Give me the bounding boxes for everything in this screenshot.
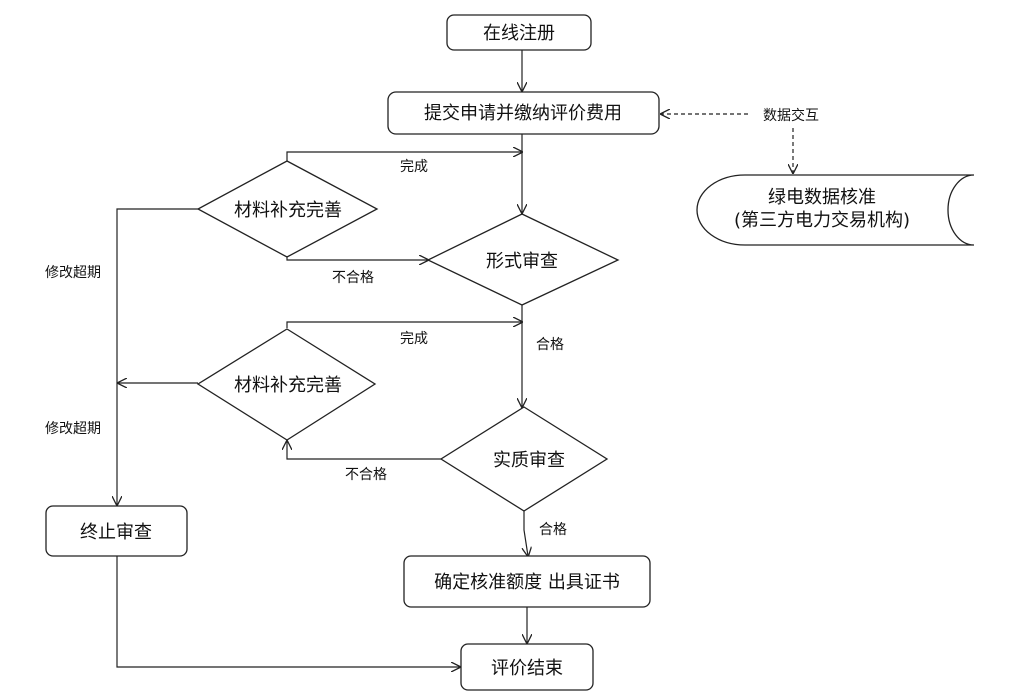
edge-terminate-end [116,556,460,667]
label-overdue-1: 修改超期 [45,265,101,281]
node-submit-label: 提交申请并缴纳评价费用 [424,103,622,124]
node-green-power: 绿电数据核准 (第三方电力交易机构) [696,174,975,246]
edge-substantive-confirm [524,510,528,556]
node-supplement-2: 材料补充完善 [196,328,377,441]
node-register-label: 在线注册 [483,23,555,44]
node-substantive-review-label: 实质审查 [493,450,565,471]
node-formal-review-label: 形式审查 [486,251,558,272]
label-complete-2: 完成 [400,331,428,347]
edge-supplement1-overdue [117,208,198,505]
node-formal-review: 形式审查 [426,213,620,306]
node-substantive-review: 实质审查 [439,406,609,512]
edge-supplement2-complete [286,322,522,328]
node-confirm-label: 确定核准额度 出具证书 [434,572,620,593]
node-confirm: 确定核准额度 出具证书 [403,555,651,608]
edge-fail-to-formal [286,245,428,260]
node-end: 评价结束 [460,643,594,691]
node-supplement-1-label: 材料补充完善 [234,200,342,221]
node-green-power-line1: 绿电数据核准 [768,187,876,208]
label-pass-1: 合格 [536,337,564,353]
node-green-power-line2: (第三方电力交易机构) [734,210,910,231]
node-terminate-label: 终止审查 [80,522,152,543]
node-submit: 提交申请并缴纳评价费用 [387,91,660,135]
label-complete-1: 完成 [400,159,428,175]
label-data-exchange: 数据交互 [763,107,819,124]
node-supplement-2-label: 材料补充完善 [234,375,342,396]
label-fail-1: 不合格 [332,270,374,286]
edge-substantive-fail [287,441,441,460]
node-end-label: 评价结束 [491,658,563,679]
node-register: 在线注册 [446,14,592,51]
label-fail-2: 不合格 [345,467,387,483]
label-pass-2: 合格 [539,522,567,538]
node-terminate: 终止审查 [45,505,188,557]
label-overdue-2: 修改超期 [45,421,101,437]
node-supplement-1: 材料补充完善 [196,160,379,258]
